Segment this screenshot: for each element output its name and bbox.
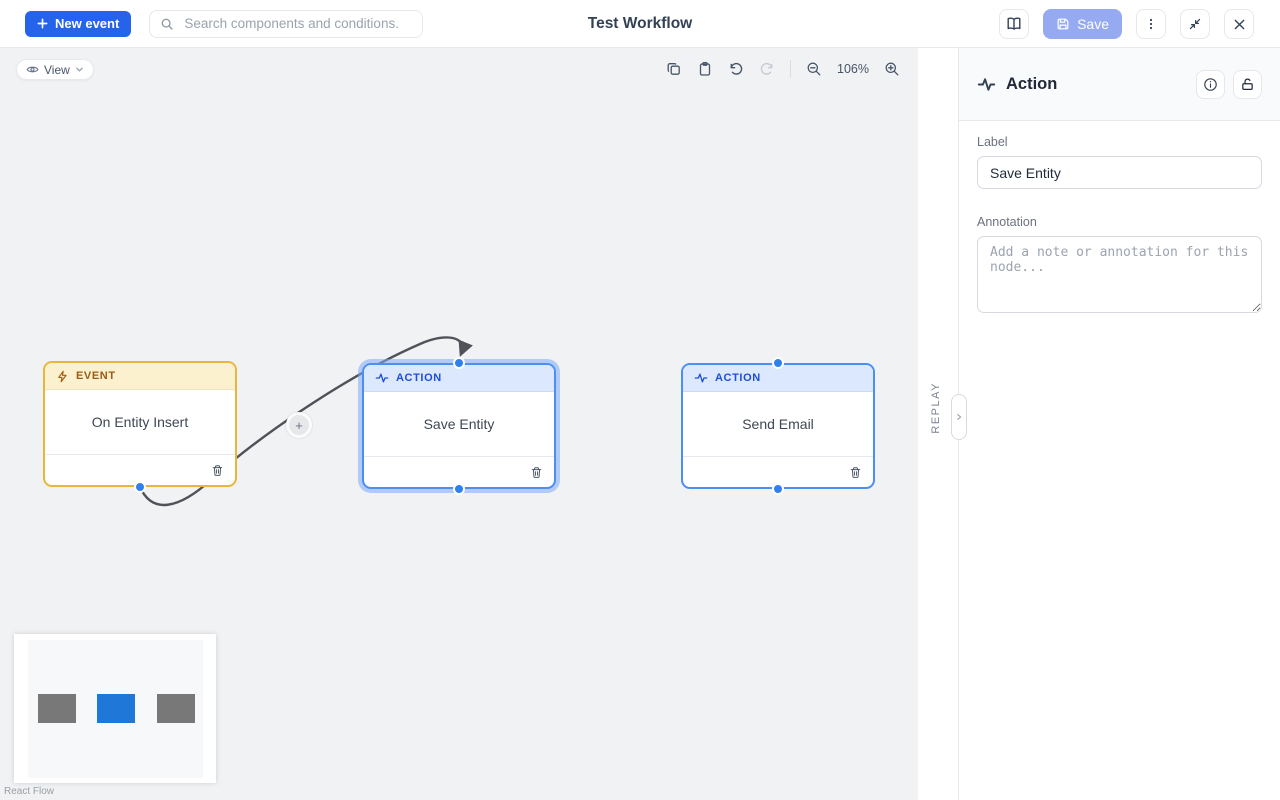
zoom-out-button[interactable] — [806, 61, 822, 77]
node-label: Save Entity — [423, 416, 495, 432]
undo-icon — [730, 62, 743, 75]
label-input[interactable] — [977, 156, 1262, 189]
workflow-title: Test Workflow — [587, 14, 693, 32]
trash-icon — [531, 466, 542, 478]
minimap-node — [157, 694, 195, 723]
panel-header: Action — [959, 48, 1280, 121]
plus-icon — [37, 18, 48, 29]
toolbar-divider — [790, 60, 791, 78]
node-header: ACTION — [683, 365, 873, 392]
pulse-icon — [694, 373, 708, 383]
delete-node-button[interactable] — [847, 464, 864, 481]
node-label: Send Email — [742, 416, 814, 432]
panel-header-buttons — [1196, 69, 1262, 99]
label-field-label: Label — [977, 135, 1008, 149]
trash-icon — [212, 464, 223, 476]
node-footer — [683, 456, 873, 487]
trash-icon — [850, 466, 861, 478]
more-options-button[interactable] — [1136, 9, 1166, 39]
panel-fields: Label Annotation — [959, 135, 1280, 318]
inspector-panel: Action Label Annotation — [958, 48, 1280, 800]
zoom-out-icon — [807, 62, 821, 76]
topbar-actions: Save — [999, 9, 1254, 39]
zoom-in-icon — [885, 62, 899, 76]
save-button[interactable]: Save — [1043, 9, 1122, 39]
panel-title: Action — [1006, 74, 1058, 93]
node-header: EVENT — [45, 363, 235, 390]
annotation-field-label: Annotation — [977, 215, 1037, 229]
new-event-label: New event — [55, 16, 120, 31]
redo-button[interactable] — [759, 61, 775, 77]
chevron-down-icon — [75, 67, 83, 72]
target-handle[interactable] — [772, 357, 784, 369]
node-info-button[interactable] — [1196, 69, 1225, 99]
minimap-node — [38, 694, 76, 723]
pulse-icon — [977, 77, 996, 91]
search-box[interactable] — [149, 9, 424, 38]
save-icon — [1057, 18, 1069, 30]
undo-button[interactable] — [728, 61, 744, 77]
zoom-level: 106% — [837, 62, 869, 76]
info-icon — [1204, 77, 1217, 91]
node-send-email[interactable]: ACTION Send Email — [681, 357, 875, 495]
canvas-toolbar: 106% — [666, 60, 900, 78]
close-button[interactable] — [1224, 9, 1254, 39]
node-header: ACTION — [364, 365, 554, 392]
minimap[interactable] — [14, 634, 216, 783]
paste-button[interactable] — [697, 61, 713, 77]
search-input[interactable] — [182, 15, 413, 32]
chevron-right-icon — [957, 414, 962, 420]
zoom-in-button[interactable] — [884, 61, 900, 77]
node-type-label: ACTION — [396, 372, 442, 384]
clipboard-icon — [699, 61, 711, 76]
minimap-node — [97, 694, 135, 723]
node-on-entity-insert[interactable]: EVENT On Entity Insert — [43, 361, 237, 493]
kebab-icon — [1149, 18, 1153, 30]
node-type-label: ACTION — [715, 372, 761, 384]
source-handle[interactable] — [134, 481, 146, 493]
copy-button[interactable] — [666, 61, 682, 77]
node-label: On Entity Insert — [91, 414, 189, 430]
collapse-button[interactable] — [1180, 9, 1210, 39]
replay-label: REPLAY — [930, 382, 942, 434]
close-icon — [1234, 19, 1244, 29]
target-handle[interactable] — [453, 357, 465, 369]
edge-add-node-button[interactable]: + — [286, 412, 312, 438]
eye-icon — [26, 66, 39, 73]
lightning-icon — [58, 370, 67, 382]
source-handle[interactable] — [772, 483, 784, 495]
collapse-icon — [1189, 18, 1201, 30]
react-flow-attribution[interactable]: React Flow — [4, 786, 55, 797]
unlock-icon — [1242, 78, 1253, 90]
top-bar: New event Test Workflow Save — [0, 0, 1280, 48]
redo-icon — [760, 62, 773, 75]
node-footer — [45, 454, 235, 485]
lock-toggle-button[interactable] — [1233, 69, 1262, 99]
pulse-icon — [375, 373, 389, 383]
copy-icon — [667, 63, 680, 75]
search-icon — [161, 18, 173, 30]
book-icon — [1007, 17, 1021, 30]
source-handle[interactable] — [453, 483, 465, 495]
node-type-label: EVENT — [76, 370, 116, 382]
annotation-textarea[interactable] — [977, 236, 1262, 313]
node-save-entity[interactable]: ACTION Save Entity — [362, 357, 556, 495]
new-event-button[interactable]: New event — [25, 10, 132, 37]
replay-panel-toggle[interactable] — [951, 394, 967, 440]
view-dropdown[interactable]: View — [16, 59, 94, 80]
save-label: Save — [1077, 16, 1109, 32]
flow-canvas[interactable]: View 106% + EVENT On Entity Ins — [0, 48, 918, 800]
delete-node-button[interactable] — [209, 462, 226, 479]
node-footer — [364, 456, 554, 487]
docs-button[interactable] — [999, 9, 1030, 39]
view-label: View — [44, 62, 70, 77]
delete-node-button[interactable] — [528, 464, 545, 481]
